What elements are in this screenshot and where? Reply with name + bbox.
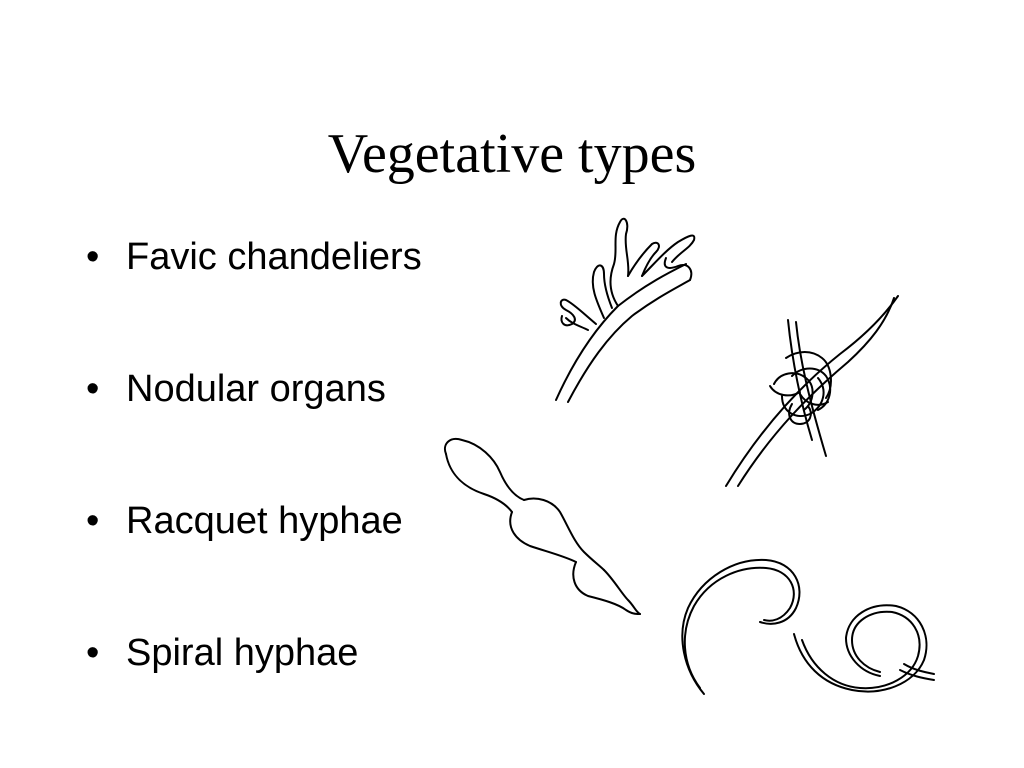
bullet-item-nodular-organs: • Nodular organs — [86, 360, 422, 492]
nodular-organ-drawing — [725, 295, 899, 487]
bullet-text: Racquet hyphae — [126, 500, 403, 542]
bullet-dot: • — [86, 368, 100, 410]
favic-chandelier-drawing — [555, 217, 696, 403]
bullet-item-racquet-hyphae: • Racquet hyphae — [86, 492, 422, 624]
racquet-hyphae-drawing — [444, 438, 641, 615]
bullet-dot: • — [86, 500, 100, 542]
bullet-dot: • — [86, 632, 100, 674]
spiral-hyphae-drawing — [681, 558, 935, 695]
bullet-dot: • — [86, 236, 100, 278]
bullet-text: Favic chandeliers — [126, 236, 422, 278]
bullet-text: Nodular organs — [126, 368, 386, 410]
bullet-item-favic-chandeliers: • Favic chandeliers — [86, 228, 422, 360]
bullet-list: • Favic chandeliers • Nodular organs • Racq… — [86, 228, 422, 756]
slide-title: Vegetative types — [327, 123, 697, 185]
bullet-text: Spiral hyphae — [126, 632, 359, 674]
bullet-item-spiral-hyphae: • Spiral hyphae — [86, 624, 422, 756]
